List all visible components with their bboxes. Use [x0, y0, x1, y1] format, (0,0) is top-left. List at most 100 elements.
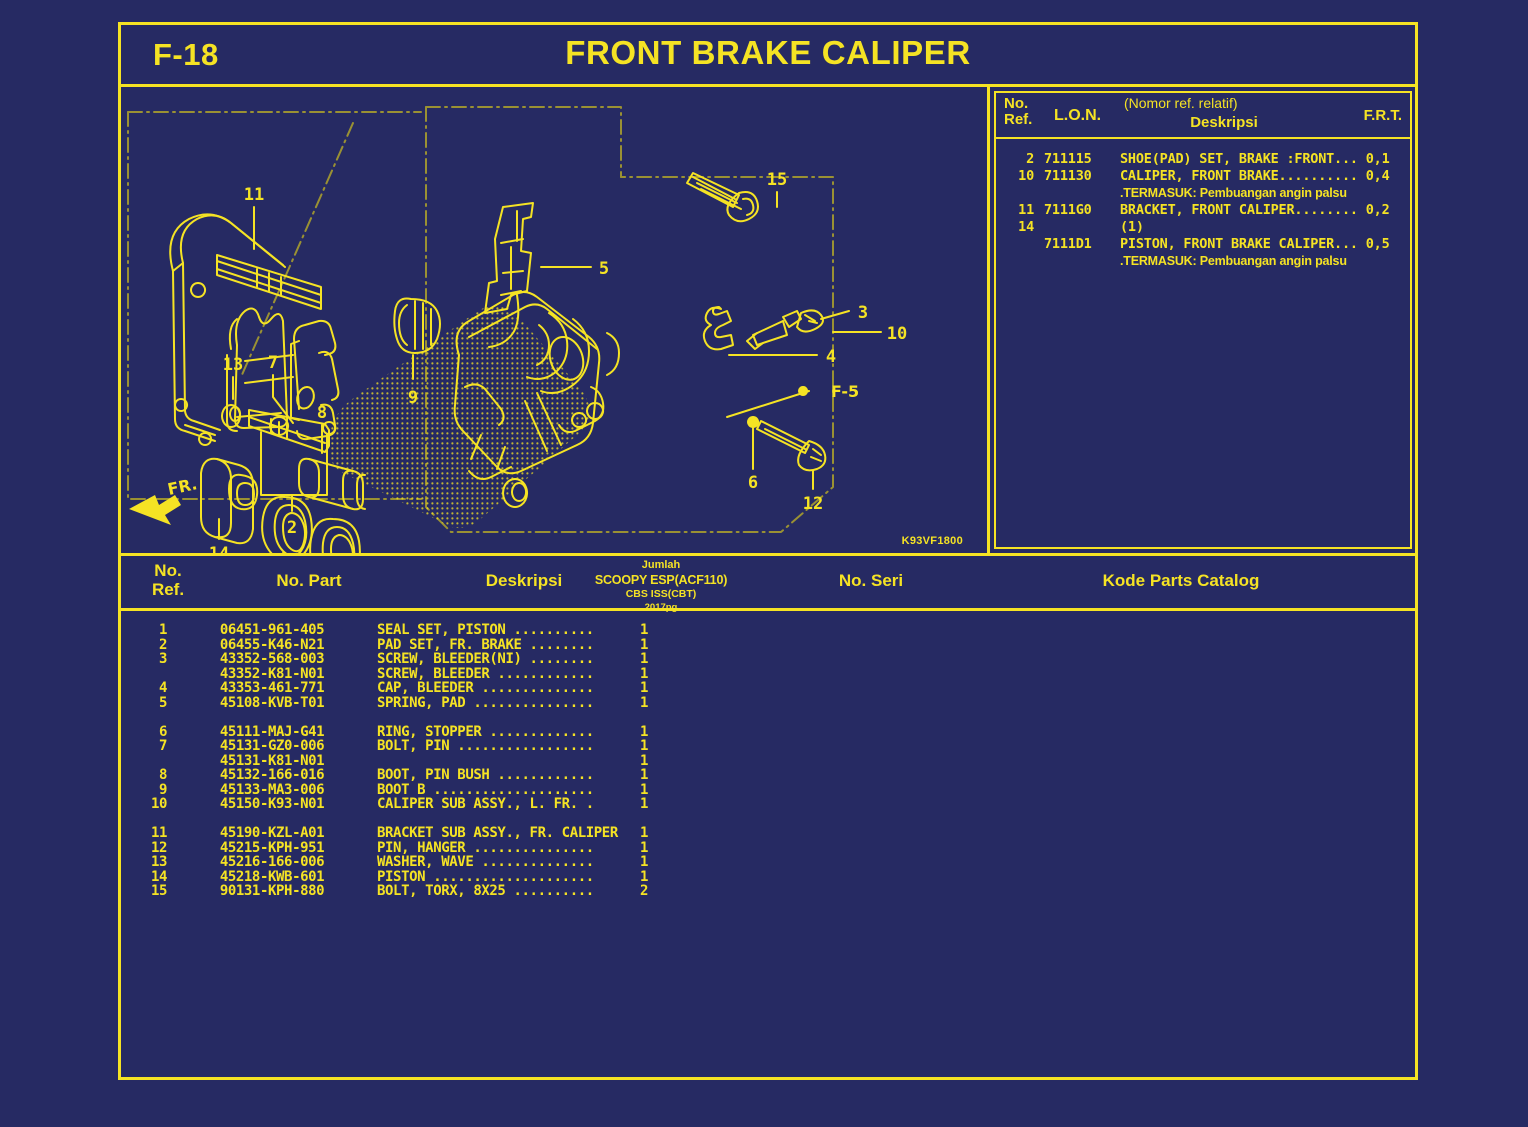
- part-row-description: PIN, HANGER ...............: [377, 839, 594, 856]
- lon-row-ref: 2: [1026, 151, 1034, 167]
- part-row-number: 45150-K93-N01: [219, 796, 325, 812]
- callout-11: 11: [244, 185, 264, 205]
- part-row-qty: 1: [639, 796, 649, 812]
- part-row-qty: 1: [639, 622, 649, 638]
- table-row[interactable]: 8 45132-166-016 BOOT, PIN BUSH ...........…: [121, 768, 1415, 783]
- part-row-description: SEAL SET, PISTON ..........: [377, 622, 594, 638]
- part-row-qty: 1: [639, 694, 649, 711]
- callout-12: 12: [803, 494, 823, 514]
- lon-row-lon: 7111G0: [1044, 202, 1092, 218]
- part-row-ref: 8: [158, 767, 167, 783]
- table-row[interactable]: 1 06451-961-405 SEAL SET, PISTON .........…: [121, 623, 1415, 638]
- part-row-number: 45111-MAJ-G41: [219, 723, 325, 740]
- part-row-qty: 2: [639, 883, 649, 899]
- parts-table-header: No. Ref. No. Part Deskripsi Jumlah SCOOP…: [121, 553, 1415, 613]
- drawing-code: K93VF1800: [901, 535, 963, 547]
- lon-row: .TERMASUK: Pembuangan angin palsu: [1004, 185, 1402, 202]
- part-row-qty: 1: [639, 839, 649, 856]
- callout-6: 6: [748, 473, 758, 493]
- lon-row: 14(1): [1004, 219, 1402, 236]
- part-row-ref: 6: [158, 723, 167, 740]
- part-row-number: 45190-KZL-A01: [219, 825, 325, 841]
- callout-7: 7: [268, 353, 278, 373]
- part-row-description: BOOT B ....................: [377, 781, 594, 798]
- lon-row-ref: 10: [1018, 168, 1034, 184]
- col-header-no-part: No. Part: [276, 571, 342, 590]
- part-row-ref: 14: [150, 868, 167, 885]
- part-row-number: 45108-KVB-T01: [219, 694, 325, 711]
- part-row-qty: 1: [639, 752, 649, 769]
- lon-row-desc: CALIPER, FRONT BRAKE.......... 0,4: [1120, 168, 1390, 184]
- part-row-number: 43353-461-771: [219, 680, 325, 696]
- part-row-description: SCREW, BLEEDER(NI) ........: [377, 651, 594, 667]
- callout-14: 14: [209, 544, 229, 553]
- page-title: FRONT BRAKE CALIPER: [565, 34, 971, 71]
- part-row-qty: 1: [639, 680, 649, 696]
- part-row-qty: 1: [639, 665, 649, 682]
- figure-number: F-18: [153, 37, 219, 72]
- callout-13: 13: [223, 355, 243, 375]
- callout-4: 4: [826, 347, 836, 367]
- part-row-qty: 1: [639, 651, 649, 667]
- part-row-description: BRACKET SUB ASSY., FR. CALIPER: [377, 825, 618, 841]
- part-row-ref: 9: [158, 781, 167, 798]
- callout-2: 2: [287, 518, 297, 538]
- cross-ref-f5: F-5: [831, 382, 859, 401]
- exploded-view-drawing: 2: [121, 87, 990, 553]
- col-header-jumlah: Jumlah SCOOPY ESP(ACF110) CBS ISS(CBT) 2…: [594, 559, 728, 613]
- part-row-ref: 2: [158, 636, 167, 653]
- upper-section: 2: [121, 87, 1415, 553]
- part-row-number: 45133-MA3-006: [219, 781, 325, 798]
- lon-header-deskripsi: Deskripsi: [1190, 114, 1258, 131]
- part-row-description: WASHER, WAVE ..............: [377, 854, 594, 870]
- part-row-number: 45132-166-016: [219, 767, 325, 783]
- part-row-description: SPRING, PAD ...............: [377, 694, 594, 711]
- table-row[interactable]: 5 45108-KVB-T01 SPRING, PAD ..............…: [121, 694, 1415, 711]
- parts-list: 1 06451-961-405 SEAL SET, PISTON .........…: [121, 611, 1415, 1079]
- part-row-ref: 4: [158, 680, 167, 696]
- part-row-qty: 1: [639, 738, 649, 754]
- lon-reference-table: No. Ref. L.O.N. (Nomor ref. relatif) Des…: [990, 87, 1418, 553]
- lon-row-desc: PISTON, FRONT BRAKE CALIPER... 0,5: [1120, 236, 1390, 252]
- part-row-number: 06451-961-405: [219, 622, 325, 638]
- part-row-ref: 5: [158, 694, 167, 711]
- callout-5: 5: [599, 259, 609, 279]
- table-row[interactable]: 9 45133-MA3-006 BOOT B ...................…: [121, 781, 1415, 798]
- table-row[interactable]: 13 45216-166-006 WASHER, WAVE ............…: [121, 855, 1415, 870]
- table-row[interactable]: 11 45190-KZL-A01 BRACKET SUB ASSY., FR. CA…: [121, 826, 1415, 841]
- part-row-ref: 15: [150, 883, 167, 899]
- part-row-qty: 1: [639, 636, 649, 653]
- part-row-description: BOOT, PIN BUSH ............: [377, 767, 594, 783]
- part-row-ref: 1: [158, 622, 167, 638]
- part-row-number: 45215-KPH-951: [219, 839, 325, 856]
- part-row-qty: 1: [639, 723, 649, 740]
- lon-row: .TERMASUK: Pembuangan angin palsu: [1004, 253, 1402, 270]
- part-row-ref: 11: [150, 825, 167, 841]
- part-row-ref: 13: [150, 854, 167, 870]
- lon-row-desc: BRACKET, FRONT CALIPER........ 0,2: [1120, 202, 1390, 218]
- lon-row-note: .TERMASUK: Pembuangan angin palsu: [1120, 254, 1347, 268]
- part-row-description: PAD SET, FR. BRAKE ........: [377, 636, 594, 653]
- callout-8: 8: [317, 403, 327, 423]
- lon-row-lon: 711115: [1044, 151, 1092, 167]
- lon-row-ref: 14: [1018, 219, 1034, 235]
- part-row-description: PISTON ....................: [377, 868, 594, 885]
- lon-row-ref: 11: [1018, 202, 1034, 218]
- part-row-number: 45216-166-006: [219, 854, 325, 870]
